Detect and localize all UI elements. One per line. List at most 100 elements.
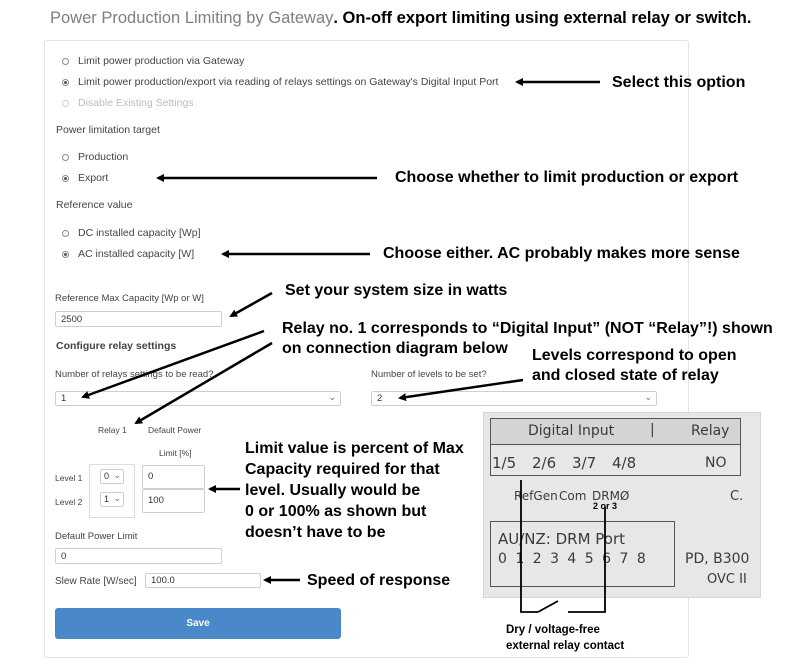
annotation-relay-line-1: Relay no. 1 corresponds to “Digital Inpu… [282, 320, 773, 337]
radio-limit-via-gateway[interactable]: Limit power production via Gateway [62, 55, 244, 67]
photo-no-text: NO [705, 455, 727, 471]
photo-input-4-8: 4/8 [612, 454, 637, 472]
max-capacity-input[interactable]: 2500 [55, 311, 222, 327]
photo-header-strip [490, 418, 741, 445]
annotation-limit-line-2: Capacity required for that [245, 461, 440, 478]
radio-label: Disable Existing Settings [78, 97, 194, 109]
wire-right [568, 507, 606, 613]
photo-terminal-row [490, 443, 741, 476]
arrow-levels-count [398, 378, 524, 402]
photo-ovc-text: OVC II [707, 572, 747, 587]
annotation-limit-line-4: 0 or 100% as shown but [245, 503, 427, 520]
wire-left [520, 480, 538, 613]
annotation-choose-either: Choose either. AC probably makes more se… [383, 245, 740, 262]
relay-settings-heading: Configure relay settings [56, 340, 177, 352]
annotation-choose-target: Choose whether to limit production or ex… [395, 169, 739, 186]
annotation-system-size: Set your system size in watts [285, 282, 508, 299]
radio-disable-settings: Disable Existing Settings [62, 97, 194, 109]
limit-column-header: Limit [%] [159, 448, 192, 458]
level-1-limit-input[interactable]: 0 [142, 465, 205, 489]
level-1-relay-select[interactable]: 0 ⌄ [100, 469, 124, 484]
photo-relay-text: Relay [691, 423, 730, 439]
annotation-limit-line-5: doesn’t have to be [245, 524, 386, 541]
save-button[interactable]: Save [55, 608, 341, 639]
arrow-relay-1 [134, 341, 273, 425]
relay-state-cell-group [89, 464, 135, 518]
radio-ac-capacity[interactable]: AC installed capacity [W] [62, 248, 194, 260]
chevron-down-icon: ⌄ [113, 493, 121, 503]
page-title: Power Production Limiting by Gateway. On… [50, 9, 751, 28]
connector-label-photo: Digital Input | Relay 1/5 2/6 3/7 4/8 NO… [483, 412, 761, 598]
arrow-max-capacity [229, 291, 273, 318]
photo-divider-text: | [650, 422, 655, 438]
radio-export[interactable]: Export [62, 172, 108, 184]
level-2-label: Level 2 [55, 497, 83, 507]
default-power-limit-input[interactable]: 0 [55, 548, 222, 564]
radio-button [62, 99, 69, 107]
photo-input-3-7: 3/7 [572, 454, 597, 472]
photo-drm-port-text: AU/NZ: DRM Port [498, 530, 626, 548]
radio-dc-capacity[interactable]: DC installed capacity [Wp] [62, 227, 201, 239]
chevron-down-icon: ⌄ [328, 392, 336, 402]
photo-drm-port-box [490, 521, 675, 587]
annotation-limit-line-3: level. Usually would be [245, 482, 421, 499]
wiring-lines [520, 480, 606, 613]
photo-drm0-text: DRMØ [592, 489, 630, 503]
radio-label: Production [78, 151, 129, 163]
photo-com-text: Com [559, 489, 587, 503]
annotation-two-or-three: 2 or 3 [593, 501, 618, 511]
levels-count-label: Number of levels to be set? [371, 369, 487, 380]
level-2-relay-select[interactable]: 1 ⌄ [100, 492, 124, 507]
photo-c-text: C. [730, 489, 744, 504]
level-2-limit-input[interactable]: 100 [142, 489, 205, 513]
level-2-relay-value: 1 [104, 494, 110, 504]
photo-digit-row: 0 1 2 3 4 5 6 7 8 [498, 551, 648, 567]
reference-value-heading: Reference value [56, 199, 133, 211]
radio-label: Limit power production via Gateway [78, 55, 245, 67]
relays-count-label: Number of relays settings to be read? [55, 369, 214, 380]
relays-count-value: 1 [61, 393, 67, 404]
radio-production[interactable]: Production [62, 151, 128, 163]
photo-input-1-5: 1/5 [492, 454, 517, 472]
levels-count-value: 2 [377, 393, 383, 404]
annotation-dry-line-2: external relay contact [506, 640, 625, 652]
default-power-limit-label: Default Power Limit [55, 531, 138, 542]
levels-count-select[interactable]: 2 ⌄ [371, 391, 657, 406]
relay-column-header: Relay 1 [98, 425, 127, 435]
chevron-down-icon: ⌄ [113, 470, 121, 480]
radio-button-selected[interactable] [62, 78, 69, 86]
photo-input-2-6: 2/6 [532, 454, 557, 472]
annotation-relay-line-2: on connection diagram below [282, 340, 508, 357]
annotation-levels-line-1: Levels correspond to open [532, 347, 737, 364]
annotation-levels-line-2: and closed state of relay [532, 367, 719, 384]
slew-rate-input[interactable]: 100.0 [145, 573, 261, 588]
radio-button[interactable] [62, 229, 69, 237]
radio-button[interactable] [62, 57, 69, 65]
default-power-header: Default Power [148, 425, 202, 435]
relays-count-select[interactable]: 1 ⌄ [55, 391, 341, 406]
page-title-subtitle: . On-off export limiting using external … [333, 9, 752, 27]
annotation-limit-line-1: Limit value is percent of Max [245, 440, 464, 457]
annotation-speed: Speed of response [307, 572, 451, 589]
radio-label: Limit power production/export via readin… [78, 76, 499, 88]
chevron-down-icon: ⌄ [644, 392, 652, 402]
photo-refgen-text: RefGen [514, 489, 558, 503]
max-capacity-label: Reference Max Capacity [Wp or W] [55, 293, 204, 304]
radio-button[interactable] [62, 153, 69, 161]
wire-contact [537, 600, 559, 613]
level-1-label: Level 1 [55, 473, 83, 483]
limitation-target-heading: Power limitation target [56, 124, 160, 136]
annotation-dry-line-1: Dry / voltage-free [506, 624, 600, 636]
slew-rate-label: Slew Rate [W/sec] [55, 576, 137, 587]
page-title-main: Power Production Limiting by Gateway [50, 9, 334, 27]
radio-label: AC installed capacity [W] [78, 248, 195, 260]
photo-pd-text: PD, B300 [685, 551, 750, 567]
radio-button-selected[interactable] [62, 250, 69, 258]
level-1-relay-value: 0 [104, 471, 110, 481]
radio-label: DC installed capacity [Wp] [78, 227, 201, 239]
radio-label: Export [78, 172, 109, 184]
radio-limit-via-relays[interactable]: Limit power production/export via readin… [62, 76, 498, 88]
radio-button-selected[interactable] [62, 174, 69, 182]
annotation-select-option: Select this option [612, 74, 746, 91]
